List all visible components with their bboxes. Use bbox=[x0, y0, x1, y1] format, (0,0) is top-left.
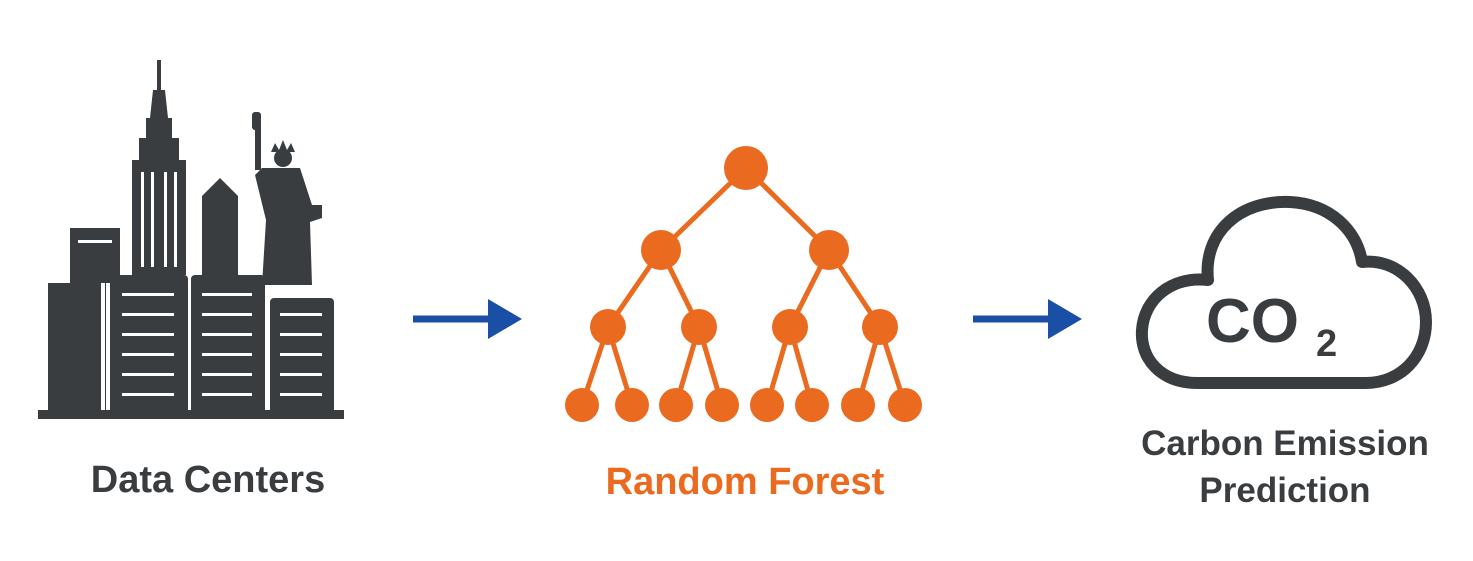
tree-root-node bbox=[724, 146, 768, 190]
tree-leaf-node bbox=[841, 388, 875, 422]
stage-label-carbon-emission-prediction: Carbon Emission Prediction bbox=[1100, 420, 1470, 515]
city-skyline-server-racks-icon bbox=[38, 60, 344, 419]
tree-node bbox=[590, 309, 626, 345]
tree-leaf-node bbox=[705, 388, 739, 422]
stage-label-data-centers: Data Centers bbox=[90, 459, 326, 501]
co2-cloud-icon: CO 2 bbox=[1135, 195, 1432, 389]
tree-leaf-node bbox=[888, 388, 922, 422]
stage-label-line-1: Carbon Emission bbox=[1141, 424, 1429, 463]
stage-label-line-2: Prediction bbox=[1199, 471, 1371, 511]
tree-leaf-node bbox=[615, 388, 649, 422]
stage-label-random-forest: Random Forest bbox=[605, 461, 885, 503]
tree-node bbox=[681, 309, 717, 345]
tree-leaf-node bbox=[795, 388, 829, 422]
co2-subscript-text: 2 bbox=[1316, 323, 1337, 365]
arrow-right-icon bbox=[973, 299, 1082, 339]
arrow-right-icon bbox=[413, 299, 522, 339]
tree-node bbox=[641, 230, 681, 270]
tree-node bbox=[809, 230, 849, 270]
tree-node bbox=[862, 309, 898, 345]
tree-leaf-node bbox=[750, 388, 784, 422]
tree-leaf-node bbox=[659, 388, 693, 422]
co2-main-text: CO bbox=[1206, 287, 1299, 356]
tree-leaf-node bbox=[565, 388, 599, 422]
tree-node bbox=[772, 309, 808, 345]
decision-tree-icon bbox=[565, 146, 922, 422]
